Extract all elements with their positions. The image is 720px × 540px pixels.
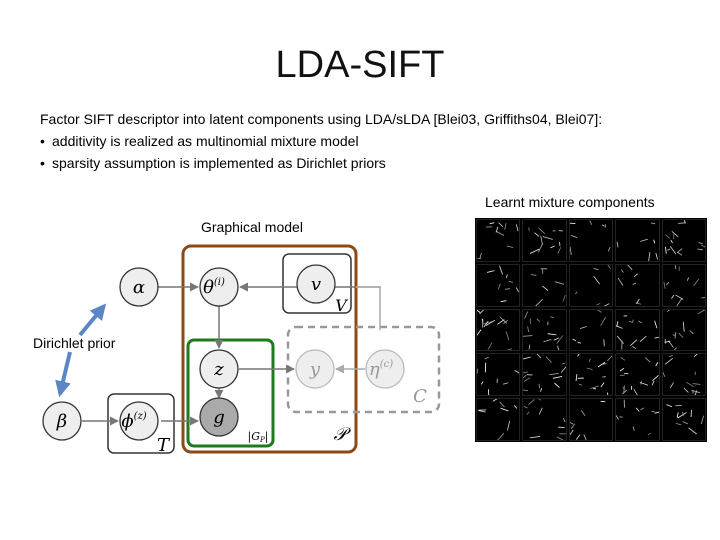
node-phi bbox=[119, 401, 159, 441]
mixture-component-glyph bbox=[616, 399, 659, 436]
bullet-symbol: • bbox=[40, 155, 45, 171]
node-beta bbox=[42, 401, 82, 441]
bullet-symbol: • bbox=[40, 133, 45, 149]
plate-green-Gp bbox=[186, 338, 275, 448]
bullet-item: • sparsity assumption is implemented as D… bbox=[40, 152, 602, 174]
mixture-component-tile bbox=[568, 219, 614, 262]
mixture-components-label: Learnt mixture components bbox=[485, 194, 655, 210]
slide-title: LDA-SIFT bbox=[275, 44, 445, 86]
mixture-component-tile bbox=[661, 263, 706, 307]
mixture-component-tile bbox=[615, 398, 660, 441]
mixture-component-glyph bbox=[486, 265, 520, 302]
mixture-component-tile bbox=[476, 263, 521, 307]
plate-brown-P bbox=[181, 244, 358, 454]
edge-v-eta bbox=[356, 286, 381, 330]
node-eta bbox=[365, 349, 405, 389]
node-y bbox=[295, 349, 335, 389]
mixture-component-glyph bbox=[524, 399, 566, 440]
mixture-component-tile bbox=[522, 219, 567, 262]
node-alpha-label: α bbox=[133, 277, 145, 298]
node-g bbox=[199, 397, 239, 437]
mixture-component-glyph bbox=[575, 354, 613, 396]
mixture-component-glyph bbox=[663, 264, 705, 306]
node-y-label: y bbox=[309, 359, 321, 380]
mixture-component-glyph bbox=[574, 264, 611, 306]
mixture-component-tile bbox=[476, 308, 521, 352]
mixture-component-tile bbox=[476, 219, 521, 262]
mixture-component-tile bbox=[568, 263, 614, 307]
mixture-component-tile bbox=[522, 263, 567, 307]
mixture-component-tile bbox=[476, 398, 521, 441]
mixture-component-glyph bbox=[528, 227, 564, 254]
node-v-label: v bbox=[311, 274, 321, 295]
mixture-component-tile bbox=[615, 353, 660, 397]
node-theta-label: θ(i) bbox=[203, 277, 225, 298]
node-phi-label: ϕ(z) bbox=[121, 411, 146, 432]
mixture-component-glyph bbox=[572, 309, 606, 346]
mixture-component-glyph bbox=[616, 222, 659, 261]
node-beta-label: β bbox=[56, 411, 67, 432]
node-v bbox=[296, 264, 336, 304]
plate-C-label: C bbox=[413, 386, 427, 407]
mixture-component-tile bbox=[568, 398, 614, 441]
mixture-component-tile bbox=[661, 398, 706, 441]
mixture-component-glyph bbox=[569, 401, 605, 440]
mixture-component-tile bbox=[615, 263, 660, 307]
plate-T bbox=[107, 393, 175, 454]
mixture-component-glyph bbox=[477, 357, 520, 396]
node-eta-label: η(c) bbox=[369, 359, 393, 380]
bullet-text: sparsity assumption is implemented as Di… bbox=[52, 155, 386, 171]
mixture-component-glyph bbox=[664, 309, 705, 350]
mixture-component-tile bbox=[615, 308, 660, 352]
mixture-component-glyph bbox=[523, 310, 564, 351]
mixture-component-tile bbox=[661, 353, 706, 397]
mixture-component-tile bbox=[476, 353, 521, 397]
mixture-component-tile bbox=[661, 308, 706, 352]
intro-text-block: Factor SIFT descriptor into latent compo… bbox=[40, 108, 602, 174]
bullet-text: additivity is realized as multinomial mi… bbox=[52, 133, 359, 149]
mixture-component-glyph bbox=[478, 399, 518, 440]
bullet-item: • additivity is realized as multinomial m… bbox=[40, 130, 602, 152]
mixture-component-glyph bbox=[619, 357, 659, 396]
graphical-model-label: Graphical model bbox=[201, 219, 303, 235]
mixture-component-glyph bbox=[569, 220, 611, 256]
plate-V bbox=[282, 253, 352, 314]
plate-V-label: V bbox=[335, 296, 348, 315]
mixture-component-glyph bbox=[531, 268, 566, 306]
dirichlet-prior-label: Dirichlet prior bbox=[33, 335, 116, 351]
mixture-component-tile bbox=[568, 353, 614, 397]
mixture-component-glyph bbox=[523, 354, 566, 393]
node-theta bbox=[199, 267, 239, 307]
mixture-components-grid bbox=[475, 218, 707, 442]
node-g-label: g bbox=[213, 407, 225, 428]
mixture-component-glyph bbox=[665, 404, 704, 435]
mixture-component-tile bbox=[522, 353, 567, 397]
dirichlet-arrow-up bbox=[78, 303, 107, 337]
mixture-component-tile bbox=[615, 219, 660, 262]
mixture-component-tile bbox=[661, 219, 706, 262]
plate-T-label: T bbox=[157, 435, 171, 456]
mixture-component-tile bbox=[568, 308, 614, 352]
mixture-component-glyph bbox=[664, 219, 705, 256]
intro-line: Factor SIFT descriptor into latent compo… bbox=[40, 111, 603, 127]
mixture-component-glyph bbox=[477, 309, 512, 351]
plate-Gp-label: |GP| bbox=[248, 430, 269, 444]
mixture-component-glyph bbox=[477, 222, 519, 259]
mixture-component-glyph bbox=[616, 314, 659, 349]
plate-P-label: 𝒫 bbox=[334, 424, 352, 445]
node-z bbox=[199, 349, 239, 389]
mixture-component-glyph bbox=[617, 264, 642, 305]
node-alpha bbox=[119, 267, 159, 307]
mixture-component-tile bbox=[522, 308, 567, 352]
node-z-label: z bbox=[213, 359, 224, 380]
mixture-component-glyph bbox=[662, 354, 701, 396]
dirichlet-arrow-down bbox=[55, 351, 72, 398]
mixture-component-tile bbox=[522, 398, 567, 441]
